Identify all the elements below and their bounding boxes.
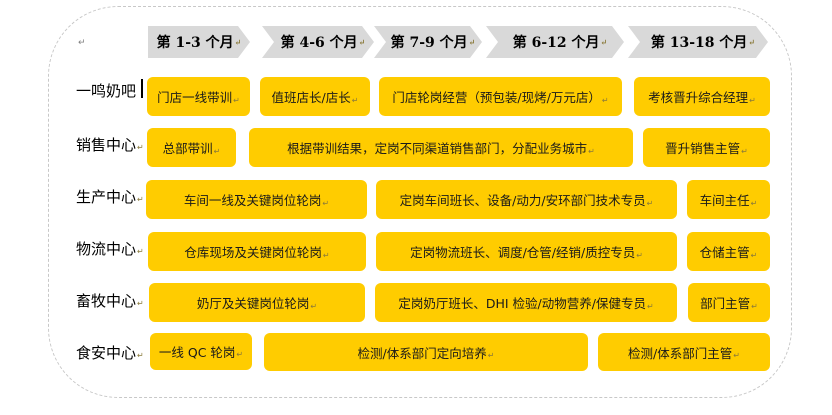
paragraph-mark-icon: ↵ — [351, 96, 359, 105]
box-row1-stage2: 值班店长/店长↵ — [260, 77, 370, 116]
paragraph-mark-icon: ↵ — [137, 247, 144, 256]
header-month-7-9: 第 7-9 个月↵ — [374, 26, 482, 58]
paragraph-mark-icon: ↵ — [733, 351, 740, 360]
box-text: 定岗物流班长、调度/仓管/经销/质控专员 — [410, 245, 636, 260]
box-text: 定岗车间班长、设备/动力/安环部门技术专员 — [399, 193, 646, 208]
box-text: 根据带训结果，定岗不同渠道销售部门，分配业务城市 — [287, 141, 588, 156]
paragraph-mark-icon: ↵ — [234, 37, 242, 47]
paragraph-mark-icon: ↵ — [137, 195, 144, 204]
box-text: 仓库现场及关键岗位轮岗 — [184, 245, 322, 260]
paragraph-mark-icon: ↵ — [137, 351, 144, 360]
box-row2-stage3: 晋升销售主管↵ — [643, 128, 770, 167]
paragraph-mark-icon: ↵ — [636, 251, 643, 260]
box-row1-stage3: 门店轮岗经营（预包装/现烤/万元店）↵ — [379, 77, 622, 116]
row-label-yiming-milkbar: 一鸣奶吧 — [76, 82, 137, 100]
text-cursor — [141, 79, 143, 98]
box-row3-stage1: 车间一线及关键岗位轮岗↵ — [146, 180, 367, 219]
row-label-text: 物流中心 — [76, 240, 137, 258]
box-row5-stage3: 部门主管↵ — [688, 283, 770, 322]
paragraph-mark-icon: ↵ — [749, 96, 756, 105]
row-label-text: 生产中心 — [76, 188, 137, 206]
box-text: 一线 QC 轮岗 — [158, 345, 236, 360]
row-label-text: 食安中心 — [76, 344, 137, 362]
box-row1-stage4: 考核晋升综合经理↵ — [634, 77, 770, 116]
box-row2-stage1: 总部带训↵ — [147, 128, 236, 167]
box-text: 值班店长/店长 — [271, 90, 351, 105]
box-row3-stage3: 车间主任↵ — [687, 180, 770, 219]
header-label: 第 1-3 个月 — [156, 35, 234, 51]
box-text: 晋升销售主管 — [665, 141, 741, 156]
header-month-4-6: 第 4-6 个月↵ — [262, 26, 374, 58]
paragraph-mark-icon: ↵ — [600, 37, 608, 47]
paragraph-mark-icon: ↵ — [137, 143, 144, 152]
row-label-production-center: 生产中心↵ — [76, 186, 144, 207]
paragraph-mark-icon: ↵ — [750, 199, 758, 208]
paragraph-mark-icon: ↵ — [750, 251, 758, 260]
paragraph-mark-icon: ↵ — [741, 147, 748, 156]
row-label-text: 销售中心 — [76, 136, 137, 154]
paragraph-mark-icon: ↵ — [588, 147, 595, 156]
box-row5-stage1: 奶厅及关键岗位轮岗↵ — [149, 283, 365, 322]
box-row1-stage1: 门店一线带训↵ — [147, 77, 250, 116]
row-label-food-safety-center: 食安中心↵ — [76, 342, 144, 363]
box-text: 部门主管 — [700, 296, 751, 311]
header-month-13-18: 第 13-18 个月↵ — [628, 26, 768, 58]
header-month-1-3: 第 1-3 个月↵ — [148, 26, 250, 58]
paragraph-mark-icon: ↵ — [310, 302, 318, 311]
paragraph-mark-icon: ↵ — [751, 302, 758, 311]
box-text: 门店一线带训 — [157, 90, 233, 105]
box-row4-stage3: 仓储主管↵ — [687, 232, 770, 271]
row-label-logistics-center: 物流中心↵ — [76, 238, 144, 259]
paragraph-mark-icon: ↵ — [322, 199, 330, 208]
box-text: 奶厅及关键岗位轮岗 — [196, 296, 310, 311]
paragraph-mark-icon: ↵ — [322, 251, 330, 260]
row-label-sales-center: 销售中心↵ — [76, 134, 144, 155]
box-text: 总部带训 — [162, 141, 213, 156]
paragraph-mark-icon: ↵ — [646, 302, 654, 311]
box-text: 检测/体系部门定向培养 — [357, 345, 487, 361]
paragraph-mark-icon: ↵ — [748, 37, 756, 47]
box-row6-stage2: 检测/体系部门定向培养↵ — [264, 333, 588, 371]
rounded-frame — [48, 6, 792, 398]
box-text: 车间一线及关键岗位轮岗 — [183, 193, 322, 208]
row-label-husbandry-center: 畜牧中心↵ — [76, 290, 144, 311]
paragraph-mark-icon: ↵ — [487, 351, 495, 360]
box-text: 仓储主管 — [699, 245, 750, 260]
header-label: 第 7-9 个月 — [390, 35, 468, 51]
header-label: 第 4-6 个月 — [280, 35, 358, 51]
box-row5-stage2: 定岗奶厅班长、DHI 检验/动物营养/保健专员↵ — [375, 283, 677, 322]
box-row2-stage2: 根据带训结果，定岗不同渠道销售部门，分配业务城市↵ — [249, 128, 633, 167]
paragraph-mark-icon: ↵ — [646, 199, 654, 208]
paragraph-mark-icon: ↵ — [601, 96, 609, 105]
box-row6-stage1: 一线 QC 轮岗↵ — [150, 333, 252, 370]
box-row4-stage2: 定岗物流班长、调度/仓管/经销/质控专员↵ — [376, 232, 677, 271]
box-text: 门店轮岗经营（预包装/现烤/万元店） — [392, 90, 601, 105]
box-row4-stage1: 仓库现场及关键岗位轮岗↵ — [148, 232, 366, 271]
paragraph-mark-icon: ↵ — [358, 37, 366, 47]
box-text: 车间主任 — [699, 193, 750, 208]
paragraph-mark-icon: ↵ — [236, 350, 244, 359]
box-text: 考核晋升综合经理 — [648, 90, 749, 105]
paragraph-mark-icon: ↵ — [468, 37, 476, 47]
box-text: 定岗奶厅班长、DHI 检验/动物营养/保健专员 — [398, 296, 646, 311]
box-text: 检测/体系部门主管 — [628, 345, 733, 361]
row-label-text: 畜牧中心 — [76, 292, 137, 310]
box-row3-stage2: 定岗车间班长、设备/动力/安环部门技术专员↵ — [376, 180, 677, 219]
header-label: 第 6-12 个月 — [512, 35, 600, 51]
paragraph-mark-icon: ↵ — [78, 38, 86, 48]
header-label: 第 13-18 个月 — [650, 35, 748, 51]
box-row6-stage3: 检测/体系部门主管↵ — [598, 333, 770, 371]
paragraph-mark-icon: ↵ — [213, 147, 221, 156]
paragraph-mark-icon: ↵ — [137, 299, 144, 308]
header-month-6-12: 第 6-12 个月↵ — [486, 26, 624, 58]
paragraph-mark-icon: ↵ — [233, 96, 240, 105]
